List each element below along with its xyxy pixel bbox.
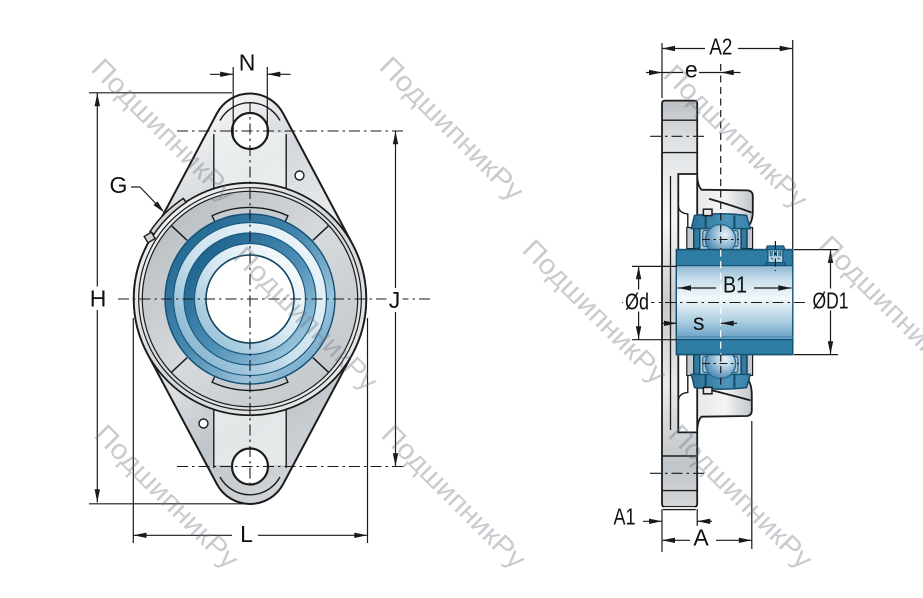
svg-text:H: H xyxy=(90,286,107,312)
svg-text:e: e xyxy=(685,56,698,82)
svg-text:A: A xyxy=(693,525,709,551)
svg-text:ØD1: ØD1 xyxy=(813,288,849,314)
svg-text:A2: A2 xyxy=(709,33,732,59)
svg-text:Ød: Ød xyxy=(625,289,649,315)
svg-text:s: s xyxy=(693,309,705,335)
svg-text:J: J xyxy=(389,287,401,313)
svg-text:A1: A1 xyxy=(614,503,636,529)
svg-text:L: L xyxy=(240,521,253,547)
svg-text:G: G xyxy=(110,172,128,198)
svg-text:B1: B1 xyxy=(723,271,747,297)
svg-text:N: N xyxy=(239,50,256,76)
